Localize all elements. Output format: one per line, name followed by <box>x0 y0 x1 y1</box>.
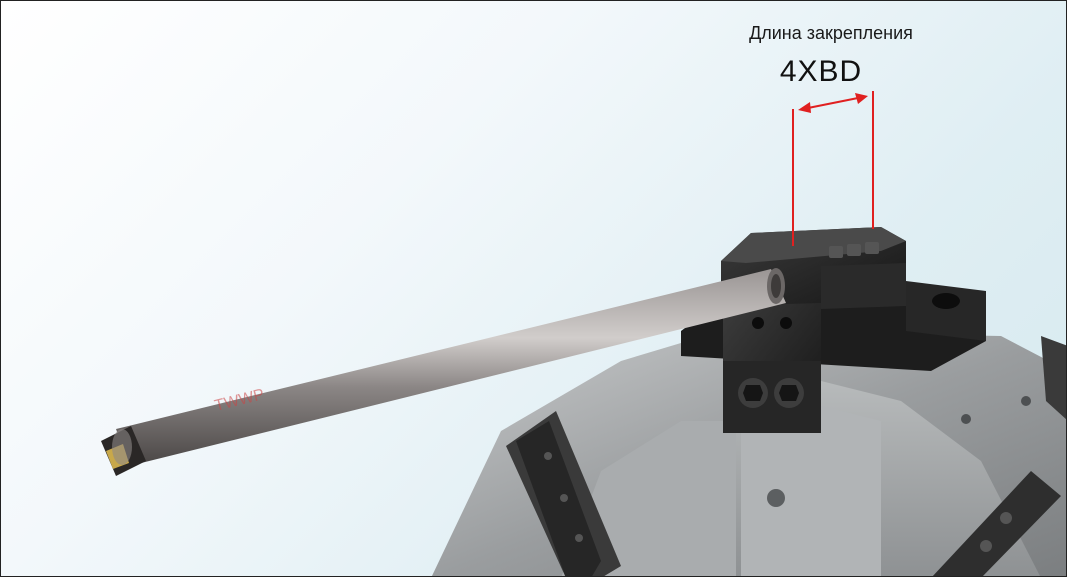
clamping-length-value: 4XBD <box>779 55 863 88</box>
boring-bar: TWWP <box>101 268 786 476</box>
tool-holder <box>681 227 986 433</box>
arrow-head-right <box>855 93 868 104</box>
clamping-length-dimension <box>792 91 874 246</box>
clamping-length-label: Длина закрепления <box>749 23 913 43</box>
arrow-head-left <box>798 102 811 113</box>
dimension-arrow <box>802 96 864 110</box>
chuck <box>431 331 1066 576</box>
